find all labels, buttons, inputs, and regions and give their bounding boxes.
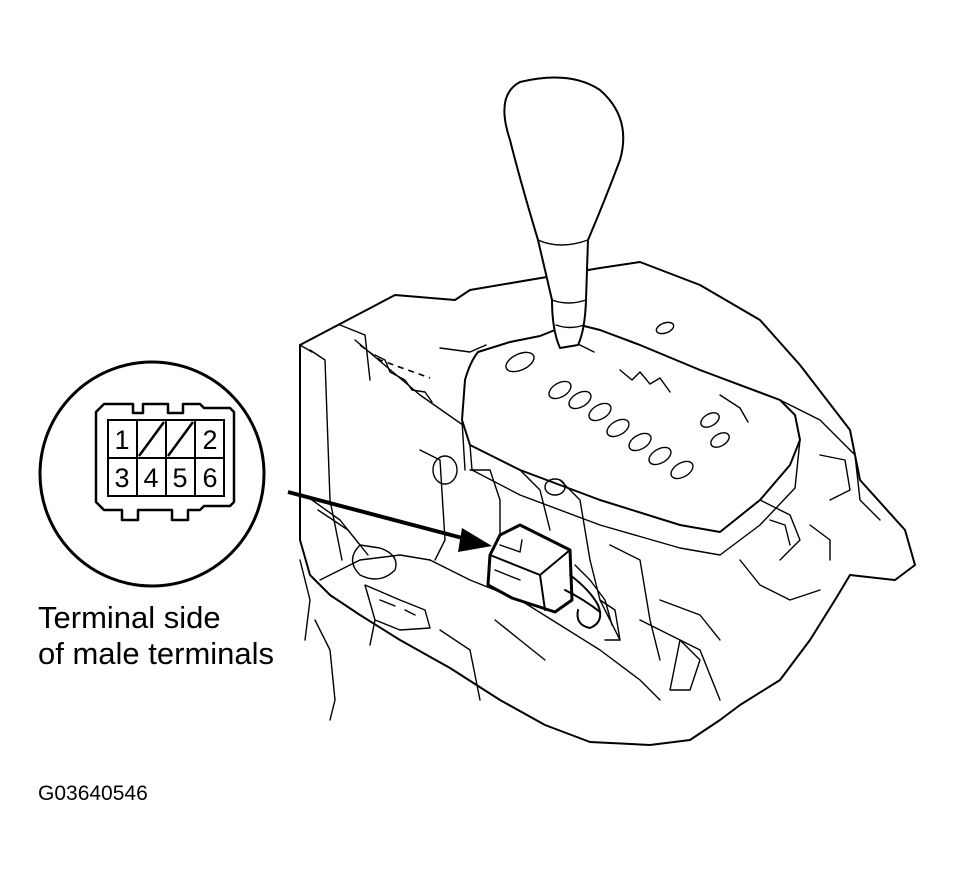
connector-callout: 1 2 3 4 5 6 [38,360,266,588]
pin-label-3: 3 [114,463,129,493]
harness-connector [486,523,613,629]
pin-label-1: 1 [114,425,129,455]
callout-text-line-2: of male terminals [38,636,274,671]
callout-text-line-1: Terminal side [38,600,221,635]
shift-knob [503,76,625,349]
pin-label-2: 2 [202,425,217,455]
pin-label-4: 4 [143,463,158,493]
pin-label-5: 5 [172,463,187,493]
leader-arrow [287,490,492,552]
figure-id: G03640546 [38,782,148,805]
shifter-assembly [299,76,916,746]
pin-label-6: 6 [202,463,217,493]
